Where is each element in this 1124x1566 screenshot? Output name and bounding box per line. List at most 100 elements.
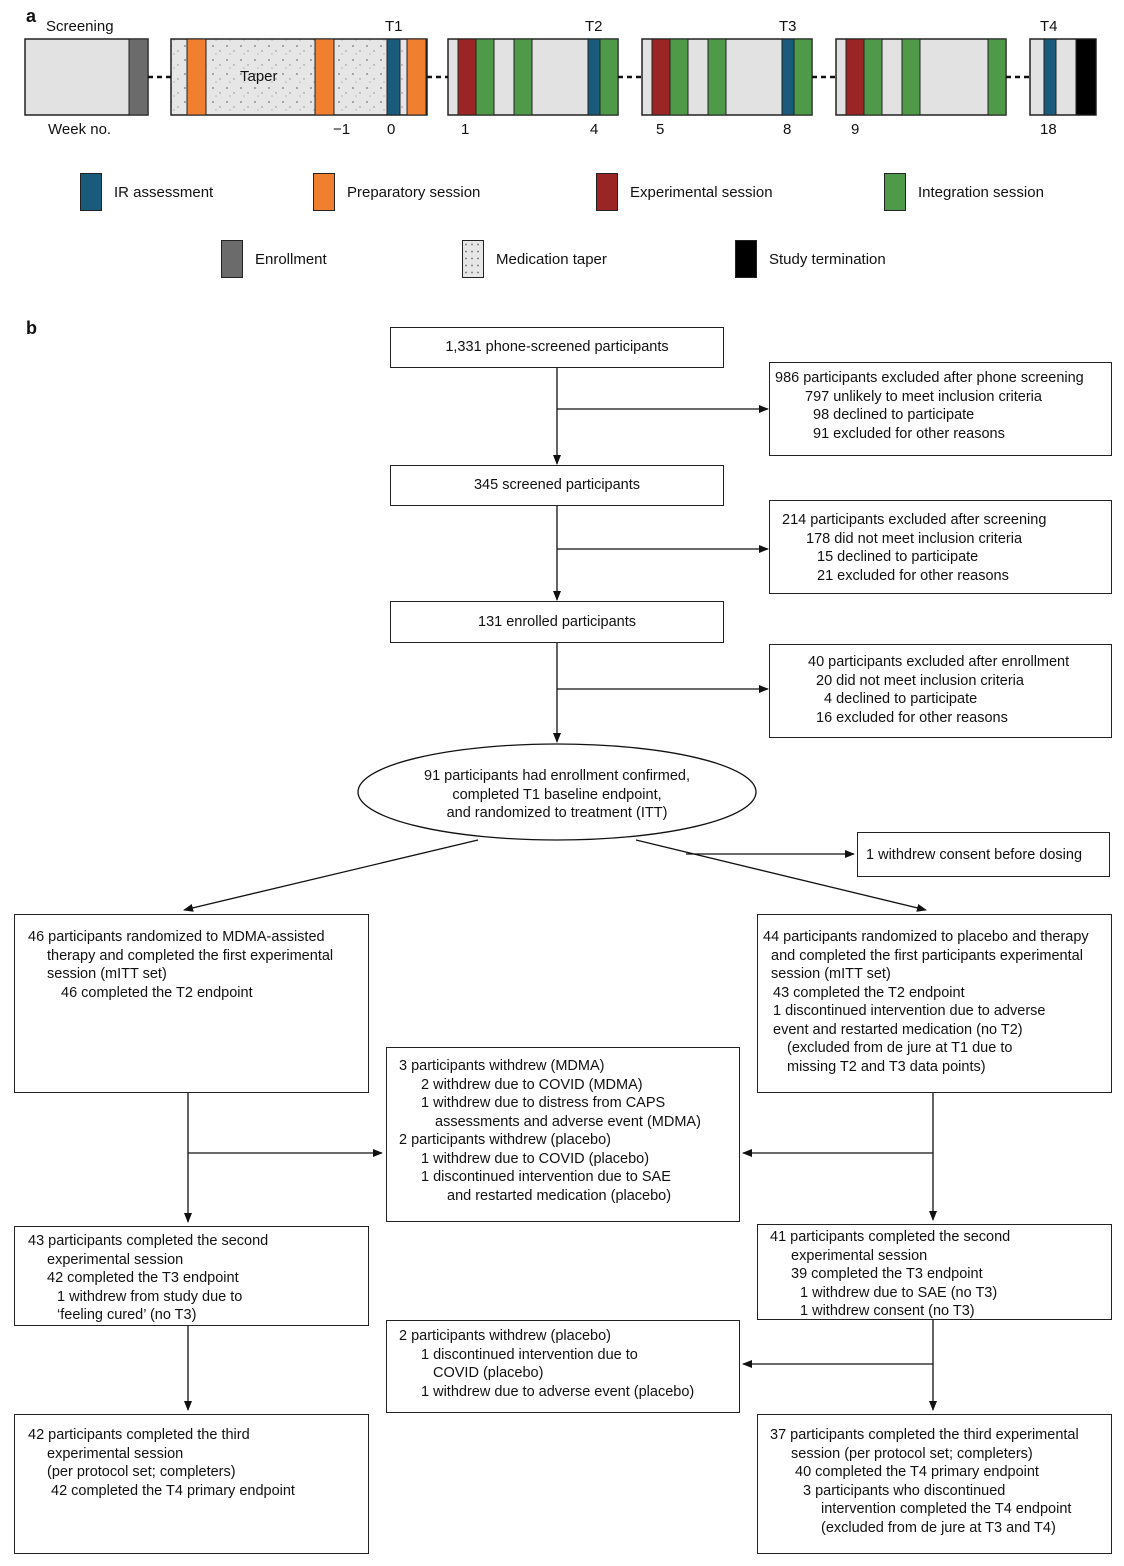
arrow-itt-to-mdma [183, 839, 479, 912]
enroll-excluded-title: 40 participants excluded after enrollmen… [808, 654, 1070, 670]
placebo-third-line-2: session (per protocol set; completers) [791, 1445, 1033, 1462]
placebo-first-line-1: 44 participants randomized to placebo an… [763, 929, 1089, 945]
placebo-first-line-7: (excluded from de jure at T1 due to [787, 1040, 1013, 1056]
phone-excluded-other: 91 excluded for other reasons [813, 425, 1005, 442]
placebo-second-line-1: 41 participants completed the second [770, 1229, 1011, 1245]
legend-preparatory-label: Preparatory session [347, 183, 481, 201]
mdma-first-line-2: therapy and completed the first experime… [47, 947, 334, 964]
taper-label: Taper [240, 68, 278, 85]
legend-experimental: Experimental session [596, 173, 773, 211]
int-bar-8 [901, 38, 921, 116]
timeline-diagram [24, 38, 1097, 116]
timepoint-t3: T3 [779, 18, 797, 35]
mdma-third-line-2: experimental session [47, 1445, 184, 1462]
withdrew-mid-line-2: 2 withdrew due to COVID (MDMA) [421, 1076, 643, 1093]
itt-ellipse [357, 743, 757, 841]
legend-integration-swatch [884, 173, 906, 211]
phone-excluded-criteria: 797 unlikely to meet inclusion criteria [805, 388, 1042, 405]
screen-excluded-other: 21 excluded for other reasons [817, 567, 1009, 584]
legend-termination: Study termination [735, 240, 886, 278]
placebo-third-line-3: 40 completed the T4 primary endpoint [795, 1464, 1039, 1480]
withdrew-before-dosing-text: 1 withdrew consent before dosing [866, 847, 1083, 863]
legend-taper-swatch [462, 240, 484, 278]
enroll-excluded-other: 16 excluded for other reasons [816, 709, 1008, 726]
timepoint-t4: T4 [1040, 18, 1058, 35]
week-minus1: −1 [333, 121, 351, 138]
placebo-second-session-box: 41 participants completed the second exp… [757, 1224, 1112, 1320]
mdma-third-session-box: 42 participants completed the third expe… [14, 1414, 369, 1554]
placebo-second-line-3: 39 completed the T3 endpoint [791, 1266, 983, 1282]
withdrew-late-line-3: COVID (placebo) [433, 1365, 544, 1381]
placebo-first-line-8: missing T2 and T3 data points) [787, 1058, 986, 1075]
phone-excluded-box: 986 participants excluded after phone sc… [769, 362, 1112, 456]
mdma-first-session-box: 46 participants randomized to MDMA-assis… [14, 914, 369, 1093]
screening-label: Screening [46, 18, 114, 35]
mdma-first-line-3: session (mITT set) [47, 966, 167, 982]
screening-block [24, 38, 149, 116]
legend-experimental-label: Experimental session [630, 183, 773, 201]
screen-excluded-criteria: 178 did not meet inclusion criteria [806, 530, 1023, 547]
screen-excluded-box: 214 participants excluded after screenin… [769, 500, 1112, 594]
withdrew-mid-box: 3 participants withdrew (MDMA) 2 withdre… [386, 1047, 740, 1222]
legend-integration-label: Integration session [918, 183, 1044, 201]
legend-enrollment-swatch [221, 240, 243, 278]
mdma-second-line-5: ‘feeling cured’ (no T3) [57, 1307, 197, 1323]
legend-termination-swatch [735, 240, 757, 278]
arrow-itt-to-placebo [635, 839, 927, 912]
withdrew-mid-line-5: 2 participants withdrew (placebo) [399, 1132, 611, 1148]
legend-experimental-swatch [596, 173, 618, 211]
legend-termination-label: Study termination [769, 250, 886, 268]
int-bar-1 [475, 38, 495, 116]
mdma-third-line-3: (per protocol set; completers) [47, 1464, 236, 1480]
withdrew-mid-line-7: 1 discontinued intervention due to SAE [421, 1169, 671, 1185]
mdma-second-session-box: 43 participants completed the second exp… [14, 1226, 369, 1326]
panel-a-letter: a [26, 6, 37, 26]
placebo-second-line-4: 1 withdrew due to SAE (no T3) [800, 1284, 998, 1301]
withdrew-late-line-1: 2 participants withdrew (placebo) [399, 1328, 611, 1344]
week-9: 9 [851, 121, 860, 138]
withdrew-late-line-4: 1 withdrew due to adverse event (placebo… [421, 1383, 695, 1400]
mdma-second-line-4: 1 withdrew from study due to [57, 1288, 243, 1305]
legend-ir-label: IR assessment [114, 183, 214, 201]
itt-line-2: completed T1 baseline endpoint, [452, 786, 662, 803]
withdrew-mid-line-4: assessments and adverse event (MDMA) [435, 1113, 701, 1130]
placebo-second-line-5: 1 withdrew consent (no T3) [800, 1303, 975, 1319]
week-5: 5 [656, 121, 665, 138]
week-label: Week no. [48, 121, 112, 138]
phone-screened-box: 1,331 phone-screened participants [390, 327, 724, 368]
legend-preparatory-swatch [313, 173, 335, 211]
placebo-first-line-3: session (mITT set) [771, 966, 891, 982]
ir-bar-t4 [1043, 38, 1057, 116]
mdma-third-line-1: 42 participants completed the third [28, 1427, 250, 1443]
legend-taper-label: Medication taper [496, 250, 607, 268]
withdrew-late-line-2: 1 discontinued intervention due to [421, 1346, 638, 1363]
enroll-excluded-criteria: 20 did not meet inclusion criteria [816, 672, 1024, 689]
enroll-excluded-box: 40 participants excluded after enrollmen… [769, 644, 1112, 738]
enroll-excluded-declined: 4 declined to participate [824, 691, 978, 707]
enrolled-box: 131 enrolled participants [390, 601, 724, 643]
placebo-second-line-2: experimental session [791, 1247, 928, 1264]
legend-enrollment-label: Enrollment [255, 250, 327, 268]
week-1: 1 [461, 121, 470, 138]
screened-text: 345 screened participants [473, 477, 641, 493]
week-4: 4 [590, 121, 599, 138]
withdrew-mid-line-3: 1 withdrew due to distress from CAPS [421, 1095, 666, 1111]
legend-ir: IR assessment [80, 173, 213, 211]
phone-screened-text: 1,331 phone-screened participants [445, 339, 669, 355]
phone-excluded-declined: 98 declined to participate [813, 407, 975, 423]
mdma-first-line-1: 46 participants randomized to MDMA-assis… [28, 929, 325, 945]
mdma-second-line-2: experimental session [47, 1251, 184, 1268]
prep-bar-3 [406, 38, 427, 116]
int-bar-7 [863, 38, 883, 116]
placebo-third-line-1: 37 participants completed the third expe… [770, 1427, 1079, 1443]
withdrew-mid-line-1: 3 participants withdrew (MDMA) [399, 1058, 605, 1074]
screened-box: 345 screened participants [390, 465, 724, 506]
placebo-third-line-6: (excluded from de jure at T3 and T4) [821, 1519, 1056, 1536]
withdrew-mid-line-6: 1 withdrew due to COVID (placebo) [421, 1150, 650, 1167]
mdma-first-line-4: 46 completed the T2 endpoint [61, 984, 253, 1001]
placebo-third-line-4: 3 participants who discontinued [803, 1482, 1006, 1499]
ir-bar-t1 [386, 38, 401, 116]
screen-excluded-declined: 15 declined to participate [817, 549, 979, 565]
placebo-third-session-box: 37 participants completed the third expe… [757, 1414, 1112, 1554]
